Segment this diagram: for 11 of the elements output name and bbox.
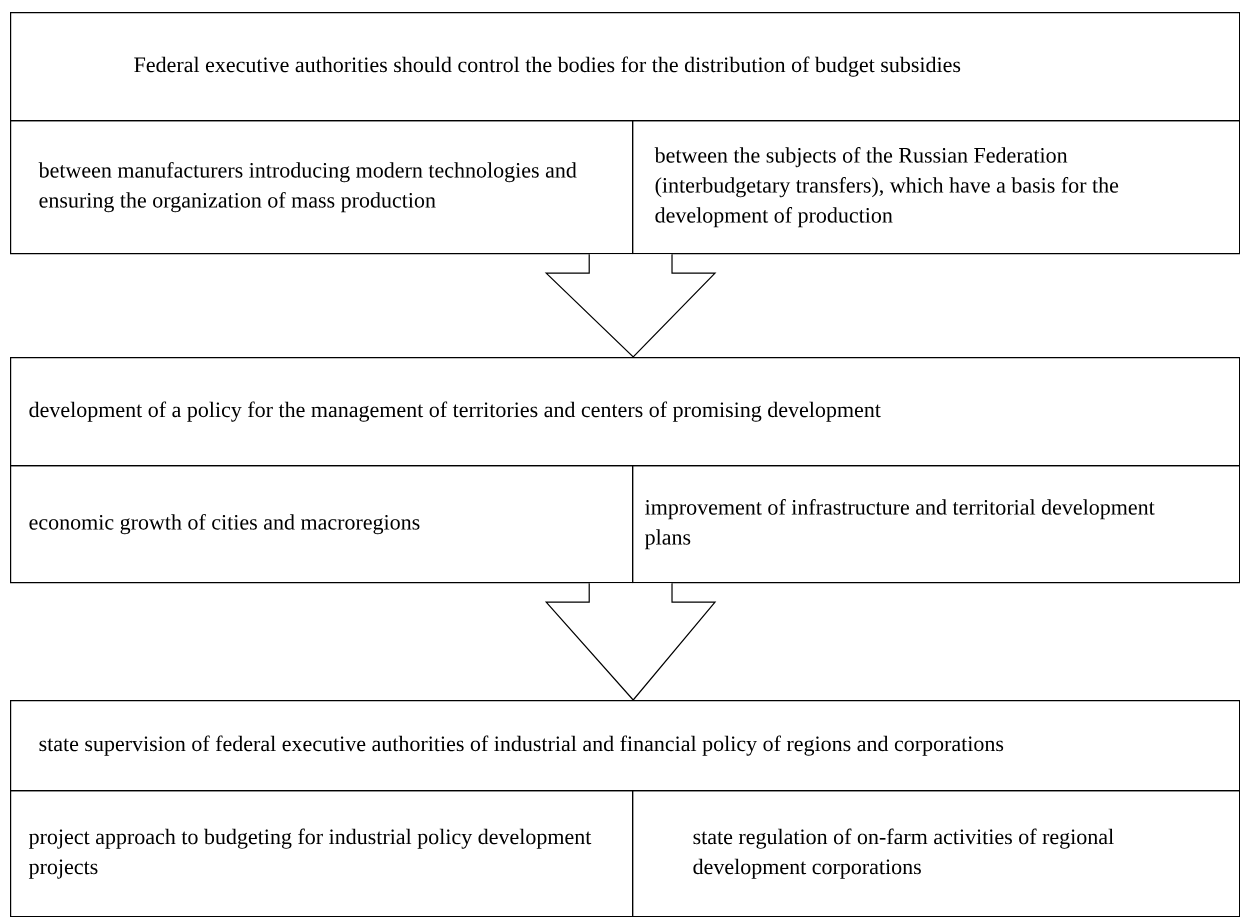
text-box: between the subjects of the Russian Federation (interbudgetary transfers), which have a basis for the development of production [632,120,1240,255]
text-box: state supervision of federal executive authorities of industrial and financial policy of regions and corporations [10,700,1240,792]
text-box: Federal executive authorities should control the bodies for the distribution of budget subsidies [10,12,1240,122]
text-box: development of a policy for the management of territories and centers of promising development [10,357,1240,467]
block-arrow [544,253,717,358]
text-box: improvement of infrastructure and territorial development plans [632,465,1240,584]
text-box: between manufacturers introducing modern technologies and ensuring the organization of mass production [10,120,634,255]
block-arrow [544,582,717,701]
text-box: project approach to budgeting for industrial policy development projects [10,790,634,917]
text-box: state regulation of on-farm activities of regional development corporations [632,790,1240,917]
text-box: economic growth of cities and macroregions [10,465,634,584]
